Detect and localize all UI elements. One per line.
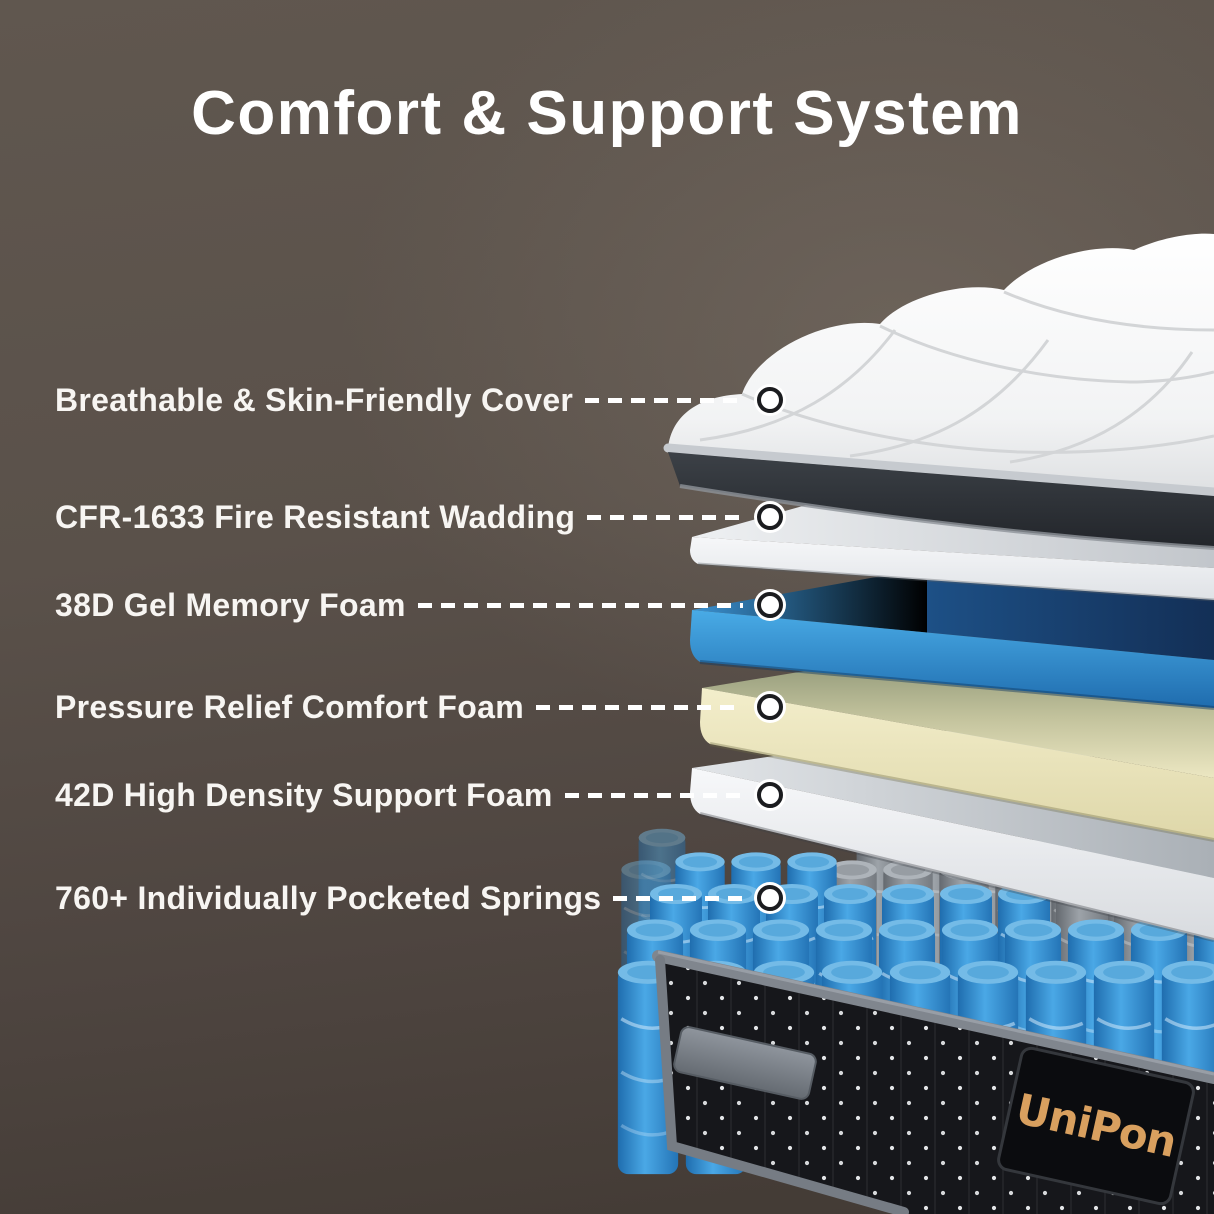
layer-label: Pressure Relief Comfort Foam xyxy=(55,688,524,725)
layer-label: 38D Gel Memory Foam xyxy=(55,586,406,623)
callout-dash-line xyxy=(564,792,743,798)
layer-label: 760+ Individually Pocketed Springs xyxy=(55,879,602,916)
callout-dot xyxy=(757,504,783,530)
callout-dash-line xyxy=(585,397,743,403)
callout-dash-line xyxy=(613,895,743,901)
layer-label: CFR-1633 Fire Resistant Wadding xyxy=(55,498,576,535)
callout-dot xyxy=(757,885,783,911)
callout-wadding: CFR-1633 Fire Resistant Wadding xyxy=(55,493,783,541)
callout-gel-foam: 38D Gel Memory Foam xyxy=(55,581,783,629)
mattress-base: UniPon xyxy=(652,950,1214,1214)
layer-label: 42D High Density Support Foam xyxy=(55,776,553,813)
callout-comfort-foam: Pressure Relief Comfort Foam xyxy=(55,683,783,731)
base-handle xyxy=(673,1026,817,1100)
callout-dash-line xyxy=(587,514,743,520)
layer-label: Breathable & Skin-Friendly Cover xyxy=(55,381,574,418)
quilted-cover-layer xyxy=(663,233,1214,550)
callout-dot xyxy=(757,592,783,618)
callout-dash-line xyxy=(417,602,743,608)
callout-dot xyxy=(757,782,783,808)
callout-springs: 760+ Individually Pocketed Springs xyxy=(55,874,783,922)
callout-dash-line xyxy=(535,704,743,710)
callout-dot xyxy=(757,387,783,413)
brand-logo-patch: UniPon xyxy=(997,1046,1195,1206)
callout-support-foam: 42D High Density Support Foam xyxy=(55,771,783,819)
callout-dot xyxy=(757,694,783,720)
page-title: Comfort & Support System xyxy=(191,79,1023,148)
callout-cover: Breathable & Skin-Friendly Cover xyxy=(55,376,783,424)
